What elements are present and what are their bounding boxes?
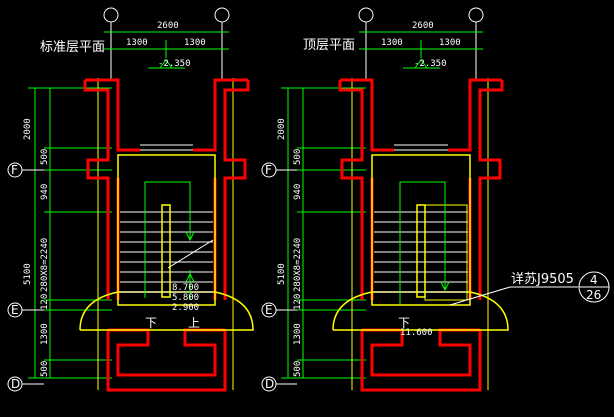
axis-D-right: D — [265, 377, 274, 391]
down-label: 下 — [145, 316, 157, 330]
dim-total-5100: 5100 — [23, 263, 33, 285]
dim-120-right: 120 — [293, 294, 303, 310]
handrail — [161, 204, 171, 298]
stair-well-outline-right — [371, 154, 471, 306]
stair-treads — [120, 211, 213, 293]
side-axis-markers-right — [261, 162, 297, 392]
half-width-dim-left-right: 1300 — [381, 38, 403, 48]
axis-E-right: E — [265, 303, 273, 317]
dim-500-top: 500 — [40, 149, 50, 165]
half-width-dim-right: 1300 — [184, 38, 206, 48]
dim-2000-right: 2000 — [277, 118, 287, 140]
detail-ref-bottom: 26 — [586, 288, 601, 302]
detail-note: 详苏J9505 — [511, 271, 574, 287]
column-lines-right — [351, 78, 489, 390]
detail-leader — [449, 271, 610, 306]
top-floor-plan: 2600 1300 1300 -2.350 顶层平面 2000 500 940 … — [261, 7, 610, 392]
axis-F-right: F — [265, 163, 272, 177]
top-level-mark-right: -2.350 — [414, 59, 447, 69]
left-dimension-chain-right — [281, 87, 366, 379]
level-top: 11.600 — [400, 328, 433, 338]
dim-500-bottom-right: 500 — [293, 361, 303, 377]
overall-width-dim: 2600 — [157, 21, 179, 31]
dim-treads: 280X8=2240 — [40, 238, 50, 292]
half-width-dim-right-right: 1300 — [439, 38, 461, 48]
dim-1300-right: 1300 — [293, 323, 303, 345]
axis-D: D — [11, 377, 20, 391]
top-level-mark: -2.350 — [158, 59, 191, 69]
plan-title: 标准层平面 — [40, 40, 105, 55]
level-2: 5.800 — [172, 293, 199, 303]
dim-2000: 2000 — [23, 118, 33, 140]
detail-ref-top: 4 — [590, 273, 598, 287]
side-axis-markers — [7, 162, 44, 392]
plan-title-right: 顶层平面 — [303, 38, 355, 53]
dim-940: 940 — [40, 184, 50, 200]
top-dimension-lines-right — [359, 31, 483, 69]
break-line — [167, 239, 214, 269]
dim-940-right: 940 — [293, 184, 303, 200]
top-dimension-lines — [104, 31, 229, 69]
overall-width-dim-right: 2600 — [412, 21, 434, 31]
dim-treads-right: 280X8=2240 — [293, 238, 303, 292]
walking-lines — [144, 181, 195, 300]
guard-rail-right — [424, 204, 468, 301]
column-lines — [97, 78, 234, 390]
walking-lines-right — [399, 181, 450, 305]
dim-500-bottom: 500 — [40, 361, 50, 377]
dim-120: 120 — [40, 294, 50, 310]
stair-well-outline — [117, 154, 216, 306]
dim-500-top-right: 500 — [293, 149, 303, 165]
stair-treads-right — [374, 211, 468, 293]
standard-floor-plan: 2600 1300 1300 -2.350 标准层平面 2000 500 940… — [7, 7, 254, 392]
dim-1300: 1300 — [40, 323, 50, 345]
half-width-dim-left: 1300 — [126, 38, 148, 48]
axis-E: E — [11, 303, 19, 317]
dim-total-5100-right: 5100 — [277, 263, 287, 285]
up-label: 上 — [188, 316, 200, 330]
entrance-canopy — [79, 291, 254, 331]
level-3: 2.900 — [172, 303, 199, 313]
left-dimension-chain — [28, 87, 112, 379]
level-1: 8.700 — [172, 283, 199, 293]
down-label-right: 下 — [398, 316, 410, 330]
axis-F: F — [11, 163, 18, 177]
